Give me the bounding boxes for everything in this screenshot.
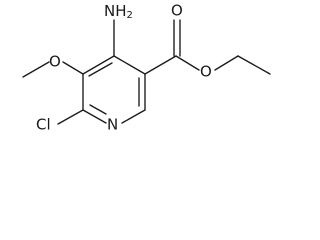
bond-c6-n1 bbox=[82, 109, 107, 124]
bond-methoxy-o-methyl bbox=[22, 61, 50, 78]
bond-c3-carbonyl-c bbox=[144, 55, 177, 75]
bond-c4-c5-inner bbox=[88, 62, 113, 77]
bond-lines bbox=[22, 19, 271, 125]
bond-c4-c5 bbox=[82, 55, 115, 75]
carbonyl-oxygen-label: O bbox=[171, 2, 183, 20]
atom-labels: NH2 O N Cl O O bbox=[36, 2, 212, 134]
bond-c6-n1-inner bbox=[89, 104, 107, 115]
structure-canvas: NH2 O N Cl O O bbox=[22, 1, 271, 134]
bond-c6-cl bbox=[57, 109, 84, 125]
bond-carbonyl-c-ester-o bbox=[175, 55, 200, 71]
methoxy-oxygen-label: O bbox=[49, 53, 61, 71]
amine-label: NH2 bbox=[104, 2, 133, 22]
bond-c3-c4 bbox=[113, 55, 146, 75]
bond-c5-methoxy-o bbox=[62, 61, 84, 75]
bond-ch2-ch3 bbox=[237, 55, 271, 75]
bond-n1-c2 bbox=[121, 109, 146, 124]
ring-nitrogen-label: N bbox=[107, 116, 118, 134]
chlorine-label: Cl bbox=[36, 116, 51, 134]
chemical-structure-diagram: NH2 O N Cl O O bbox=[22, 2, 271, 134]
bond-ester-o-ch2 bbox=[214, 55, 239, 71]
ester-oxygen-label: O bbox=[200, 63, 212, 81]
